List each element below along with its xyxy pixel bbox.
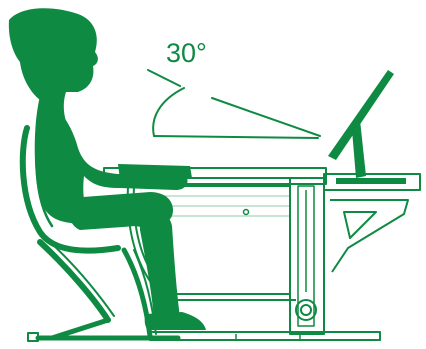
angle-label: 30°	[166, 38, 207, 68]
angle-arc-icon	[148, 70, 320, 138]
tilted-book-stand-icon	[328, 70, 406, 184]
